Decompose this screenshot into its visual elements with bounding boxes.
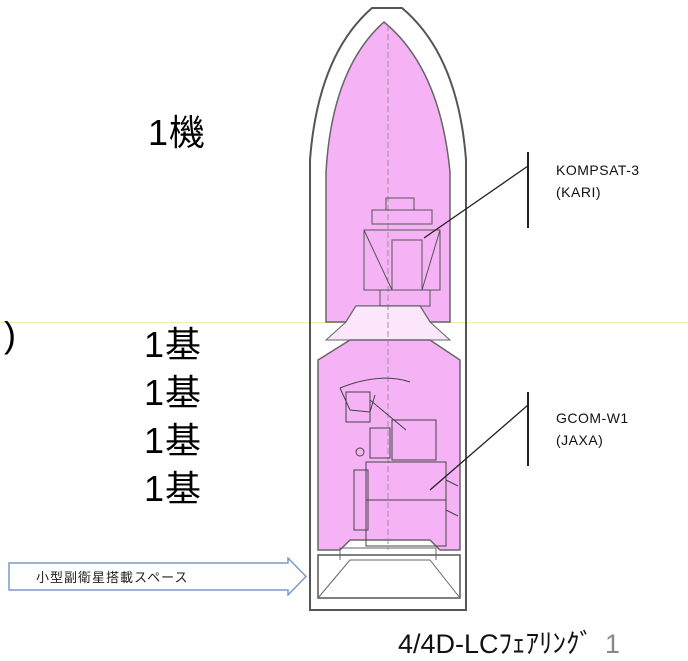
kompsat-leader	[423, 165, 529, 239]
gcom-w1-sketch	[339, 377, 459, 547]
launch-count-label: 1機	[148, 112, 207, 153]
kompsat-3-sketch	[363, 197, 441, 307]
gcom-name: GCOM-W1	[556, 410, 629, 426]
kompsat-name: KOMPSAT-3	[556, 162, 640, 178]
count-row-4: 1基	[144, 468, 203, 509]
gcom-org: (JAXA)	[556, 432, 604, 448]
kompsat-org: (KARI)	[556, 184, 601, 200]
closing-paren: )	[4, 314, 17, 355]
arrow-shape	[8, 557, 308, 596]
gcom-leader	[429, 404, 529, 491]
lower-compartment	[317, 339, 461, 551]
count-row-2: 1基	[144, 372, 203, 413]
caption-text: 4/4D-LCﾌｪｱﾘﾝｸﾞ	[398, 629, 594, 659]
sub-satellite-label: 小型副衛星搭載スペース	[36, 570, 189, 585]
sub-satellite-arrow: 小型副衛星搭載スペース	[8, 557, 308, 596]
sub-satellite-space	[317, 554, 461, 599]
count-row-3: 1基	[144, 420, 203, 461]
fairing-caption: 4/4D-LCﾌｪｱﾘﾝｸﾞ 1	[398, 622, 620, 661]
caption-number: 1	[605, 629, 621, 659]
fairing-outline	[309, 7, 467, 611]
count-row-1: 1基	[144, 324, 203, 365]
